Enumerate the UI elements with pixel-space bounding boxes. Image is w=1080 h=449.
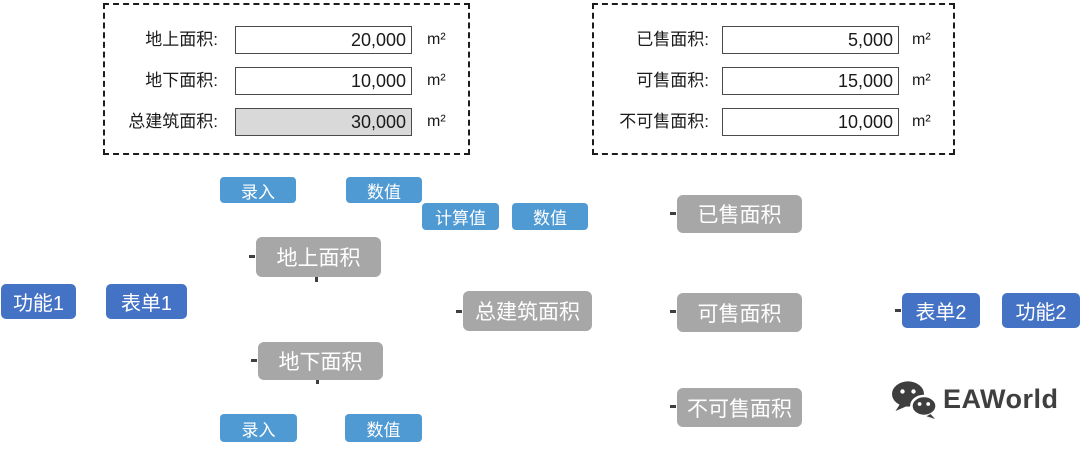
tag-above-ground-area: 地上面积 — [256, 237, 381, 277]
form-row: 地下面积: m² — [105, 67, 468, 95]
connector-stub — [895, 309, 901, 312]
tag-entry: 录入 — [220, 177, 296, 203]
connector-stub — [316, 379, 319, 384]
tag-entry: 录入 — [220, 414, 297, 442]
connector-stub — [249, 255, 255, 258]
sellable-area-label: 可售面积: — [636, 71, 709, 90]
unit-label: m² — [912, 31, 931, 48]
form-row: 地上面积: m² — [105, 26, 468, 54]
tag-value: 数值 — [345, 414, 422, 442]
unit-label: m² — [427, 72, 446, 89]
form-row: 不可售面积: m² — [594, 108, 953, 136]
connector-stub — [315, 276, 318, 282]
unit-label: m² — [427, 31, 446, 48]
total-floor-area-input[interactable] — [235, 108, 412, 136]
connector-stub — [670, 310, 676, 313]
tag-unsellable-area: 不可售面积 — [677, 388, 802, 427]
form-panel-left: 地上面积: m² 地下面积: m² 总建筑面积: m² — [103, 3, 470, 155]
eaworld-logo: EAWorld — [891, 380, 1059, 419]
sold-area-label: 已售面积: — [636, 30, 709, 49]
below-ground-area-input[interactable] — [235, 67, 412, 95]
connector-stub — [456, 310, 462, 313]
unit-label: m² — [912, 72, 931, 89]
above-ground-area-input[interactable] — [235, 26, 412, 54]
tag-form-1: 表单1 — [106, 284, 187, 319]
tag-sold-area: 已售面积 — [677, 195, 802, 233]
form-row: 已售面积: m² — [594, 26, 953, 54]
sellable-area-input[interactable] — [722, 67, 899, 95]
tag-function-2: 功能2 — [1002, 293, 1080, 328]
tag-calculated-value: 计算值 — [422, 203, 499, 230]
total-floor-area-label: 总建筑面积: — [128, 112, 218, 131]
wechat-icon — [892, 381, 937, 419]
connector-stub — [670, 212, 676, 215]
above-ground-area-label: 地上面积: — [145, 30, 218, 49]
tag-value: 数值 — [346, 177, 422, 203]
sold-area-input[interactable] — [722, 26, 899, 54]
tag-total-floor-area: 总建筑面积 — [463, 291, 592, 331]
form-row: 可售面积: m² — [594, 67, 953, 95]
tag-value: 数值 — [512, 203, 588, 230]
unsellable-area-label: 不可售面积: — [619, 112, 709, 131]
unsellable-area-input[interactable] — [722, 108, 899, 136]
below-ground-area-label: 地下面积: — [145, 71, 218, 90]
connector-stub — [251, 359, 257, 362]
form-panel-right: 已售面积: m² 可售面积: m² 不可售面积: m² — [592, 3, 955, 155]
unit-label: m² — [427, 113, 446, 130]
connector-stub — [670, 405, 676, 408]
tag-sellable-area: 可售面积 — [677, 293, 802, 332]
unit-label: m² — [912, 113, 931, 130]
form-row: 总建筑面积: m² — [105, 108, 468, 136]
eaworld-logo-text: EAWorld — [943, 384, 1059, 414]
tag-below-ground-area: 地下面积 — [258, 342, 383, 380]
tag-form-2: 表单2 — [902, 293, 980, 328]
tag-function-1: 功能1 — [1, 284, 76, 319]
